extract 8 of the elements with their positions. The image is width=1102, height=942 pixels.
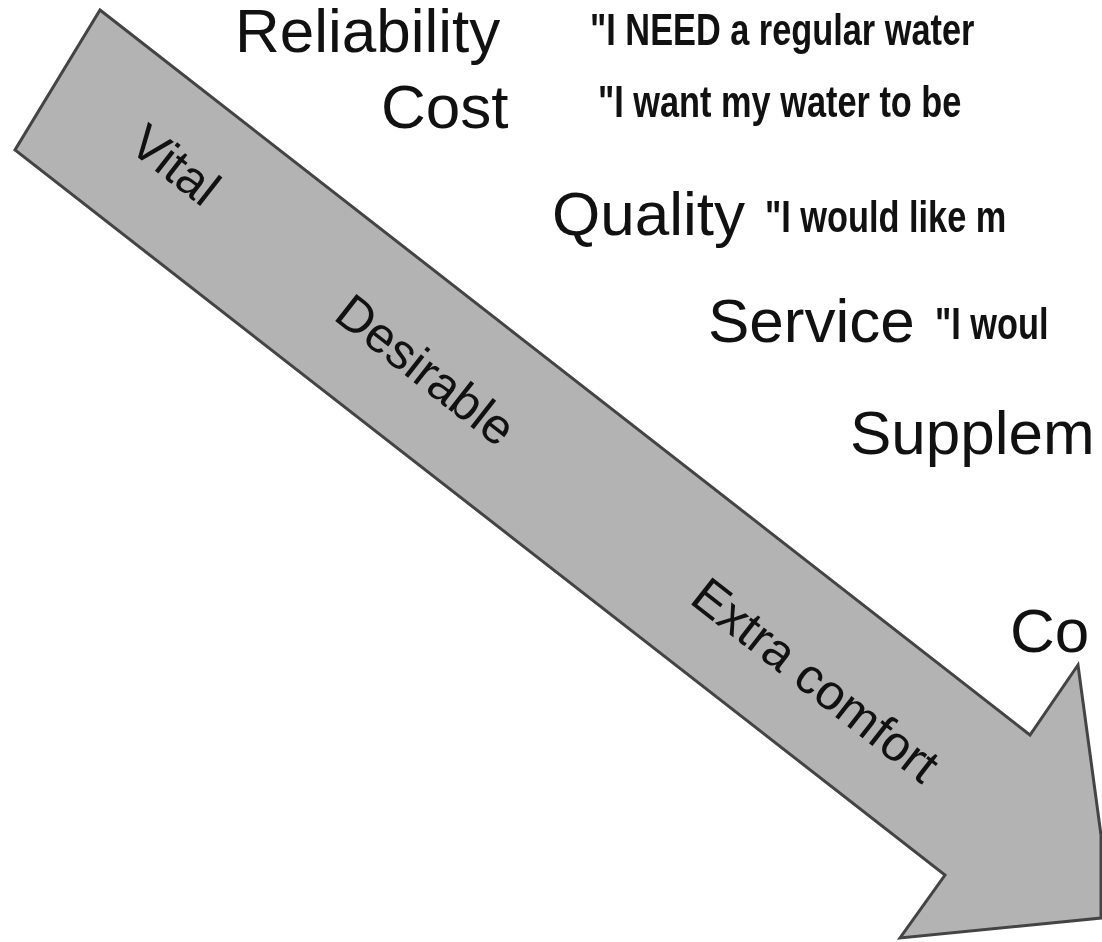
quote-text: "I woul [935,302,1049,346]
quote-text: "I would like m [765,195,1007,239]
category-heading: Cost [381,76,509,138]
quote-text: "I NEED a regular water [590,8,975,52]
arrow-label: Vital [121,115,229,215]
category-heading: Co [1010,600,1090,662]
quote-text: "I want my water to be [598,80,962,124]
category-heading: Service [708,290,915,352]
